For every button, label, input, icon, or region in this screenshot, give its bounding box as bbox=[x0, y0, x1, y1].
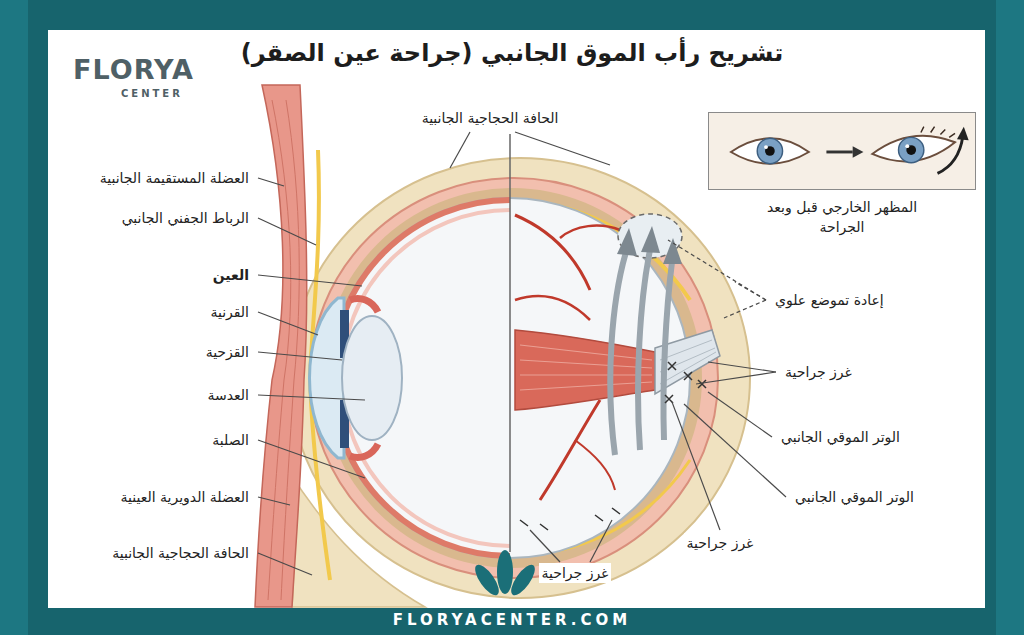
annotation-label: غرز جراحية bbox=[539, 563, 612, 583]
part-label: الحافة الحجاجية الجانبية bbox=[419, 108, 562, 128]
annotation-label: إعادة تموضع علوي bbox=[772, 290, 887, 310]
annotation-label: غرز جراحية bbox=[684, 533, 757, 553]
part-label: الوتر الموقي الجانبي bbox=[792, 487, 917, 507]
inset-caption: المظهر الخارجي قبل وبعد الجراحة bbox=[762, 197, 922, 238]
part-label: الحافة الحجاجية الجانبية bbox=[109, 543, 252, 563]
part-label: العضلة المستقيمة الجانبية bbox=[97, 168, 252, 188]
part-label: الوتر الموقي الجانبي bbox=[778, 427, 903, 447]
part-label: العدسة bbox=[205, 385, 253, 405]
before-after-eyes bbox=[709, 113, 975, 189]
part-label: الرباط الجفني الجانبي bbox=[119, 208, 252, 228]
part-label: الصلبة bbox=[209, 430, 252, 450]
diagram-title: تشريح رأب الموق الجانبي (جراحة عين الصقر… bbox=[238, 37, 787, 70]
website-footer: FLORYACENTER.COM bbox=[390, 610, 634, 632]
part-label: العضلة الدويرية العينية bbox=[118, 487, 252, 507]
part-label: العين bbox=[210, 265, 252, 285]
logo-subtext: CENTER bbox=[118, 86, 186, 101]
annotation-label: غرز جراحية bbox=[782, 362, 855, 382]
before-after-inset: المظهر الخارجي قبل وبعد الجراحة bbox=[708, 112, 976, 190]
part-label: القزحية bbox=[203, 342, 252, 362]
logo-text: FLORYA bbox=[70, 51, 197, 88]
part-label: القرنية bbox=[207, 302, 252, 322]
